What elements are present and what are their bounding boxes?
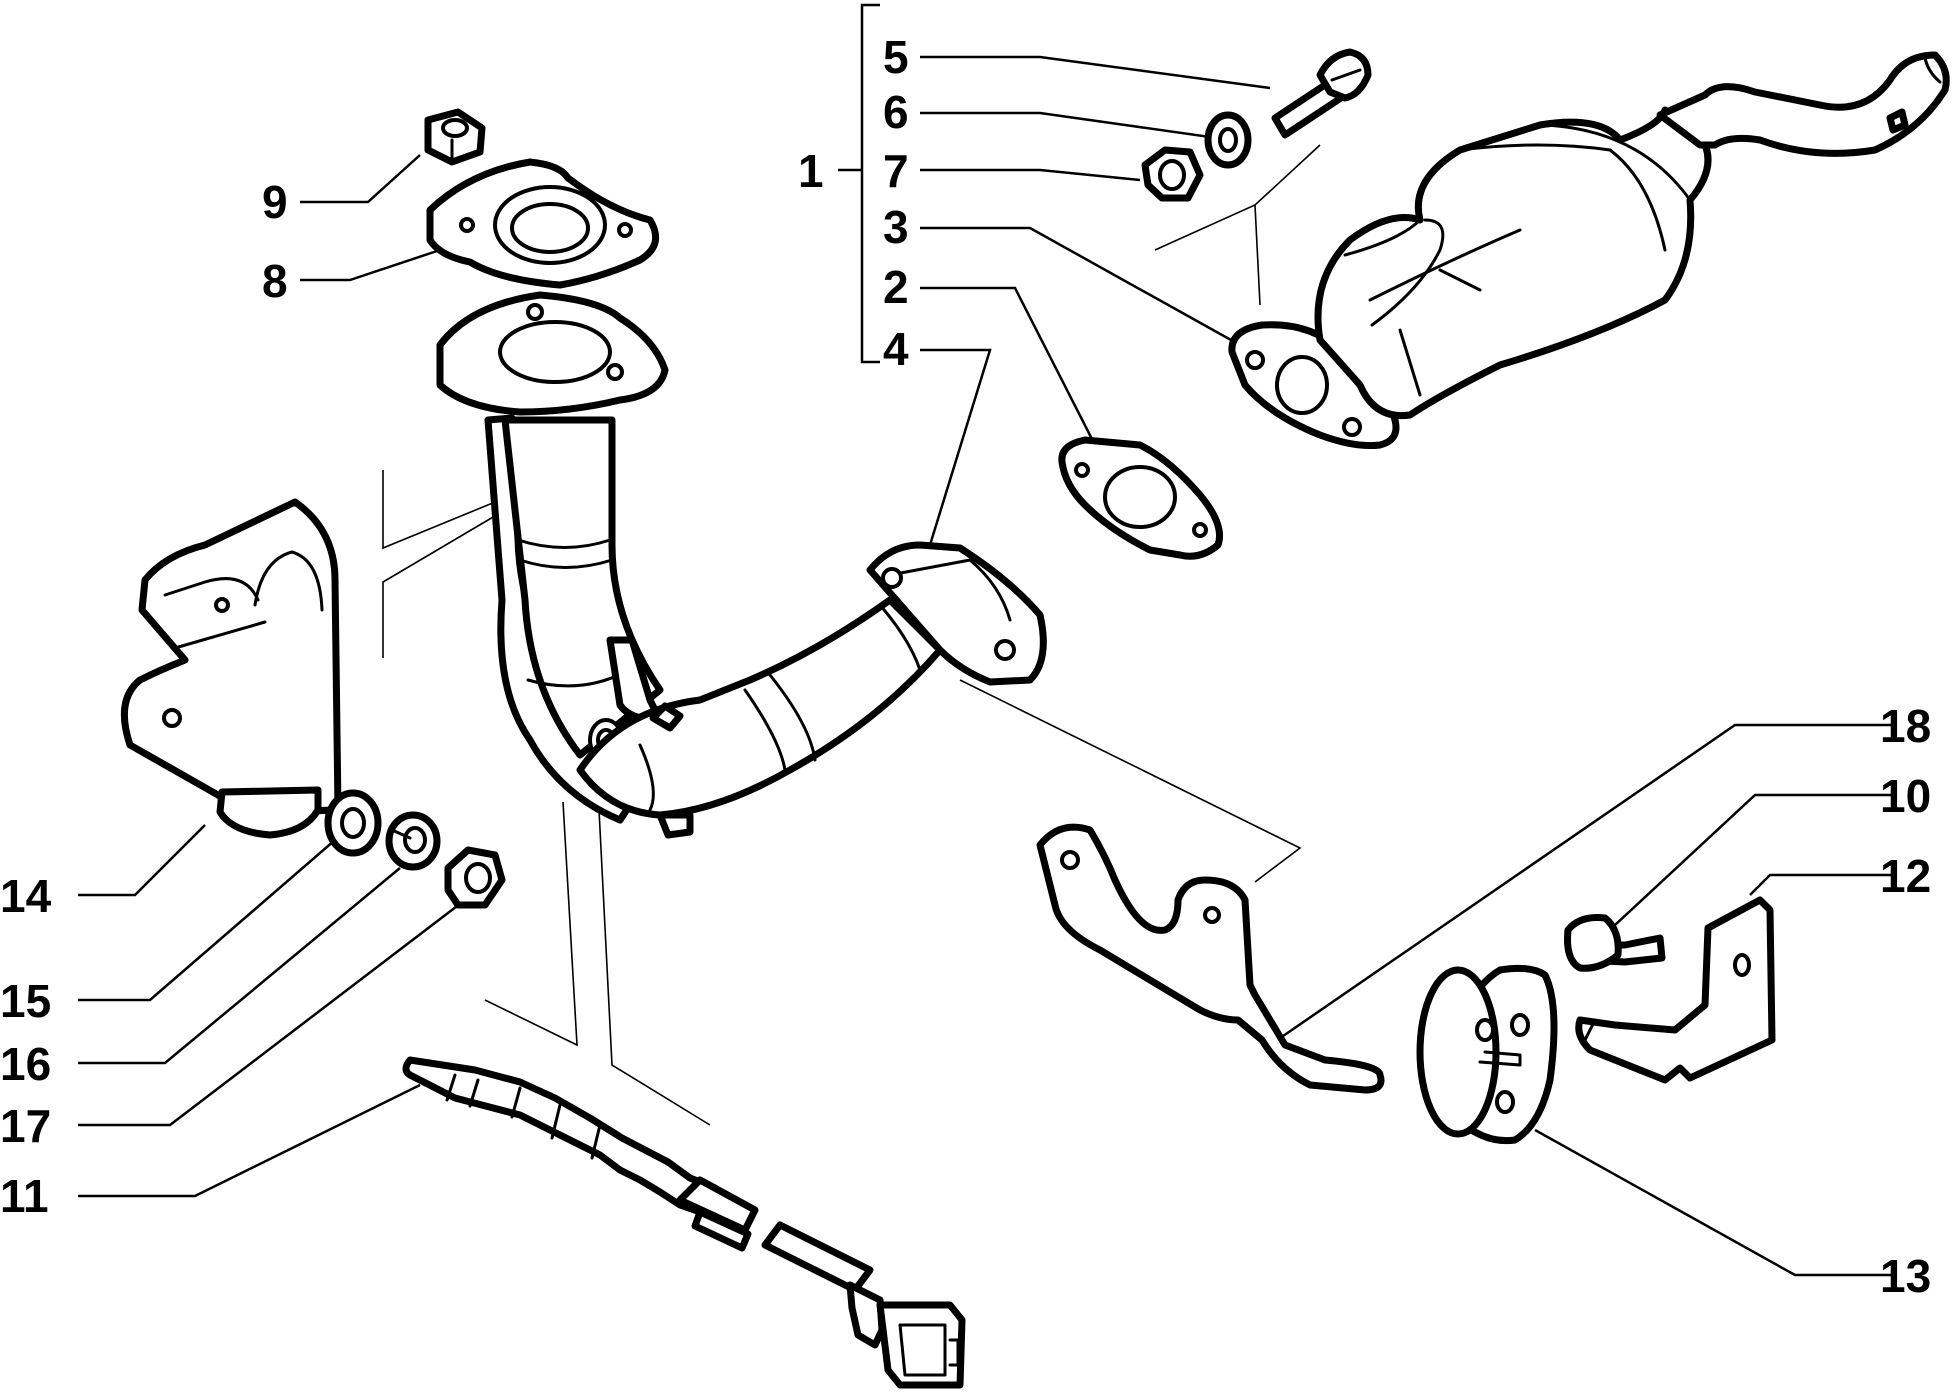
callout-3: 3 [883,201,909,253]
callout-labels: 1 2 3 4 5 6 7 8 9 10 11 12 13 14 15 16 1… [0,31,1931,1302]
part-10-bolt [1564,914,1666,972]
callout-2: 2 [883,261,909,313]
part-17-nut [444,846,506,909]
part-14-heat-shield [120,498,342,839]
callout-5: 5 [883,31,909,83]
callout-13: 13 [1880,1250,1931,1302]
part-3-catalytic-converter [1228,51,1950,449]
part-5-bolt [1271,48,1372,139]
callout-8: 8 [262,255,288,307]
callout-7: 7 [883,145,909,197]
part-9-nut [424,108,486,166]
part-15-washer [324,789,382,857]
part-11-oxygen-sensor [402,1056,966,1389]
part-4-downpipe-precat [436,291,1047,839]
callout-11: 11 [0,1170,49,1222]
callout-17: 17 [0,1100,51,1152]
callout-16: 16 [0,1038,51,1090]
callout-15: 15 [0,975,51,1027]
callout-18: 18 [1880,700,1931,752]
part-8-flange-gasket [426,158,660,289]
callout-9: 9 [262,176,288,228]
part-18-hanger-bracket [1036,823,1385,1094]
callout-10: 10 [1880,770,1931,822]
part-16-spring-washer [385,811,441,871]
group-bracket-1 [838,3,880,364]
callout-12: 12 [1880,850,1931,902]
part-7-nut [1141,146,1204,202]
leader-lines [78,55,1895,1277]
part-12-bracket [1575,896,1776,1084]
assembly-guide-lines [382,144,1321,1126]
callout-1: 1 [798,145,824,197]
callout-4: 4 [883,323,909,375]
callout-6: 6 [883,86,909,138]
part-2-flange-gasket [1058,436,1223,560]
part-13-rubber-mount [1416,964,1558,1145]
callout-14: 14 [0,870,52,922]
part-6-washer [1204,111,1252,169]
